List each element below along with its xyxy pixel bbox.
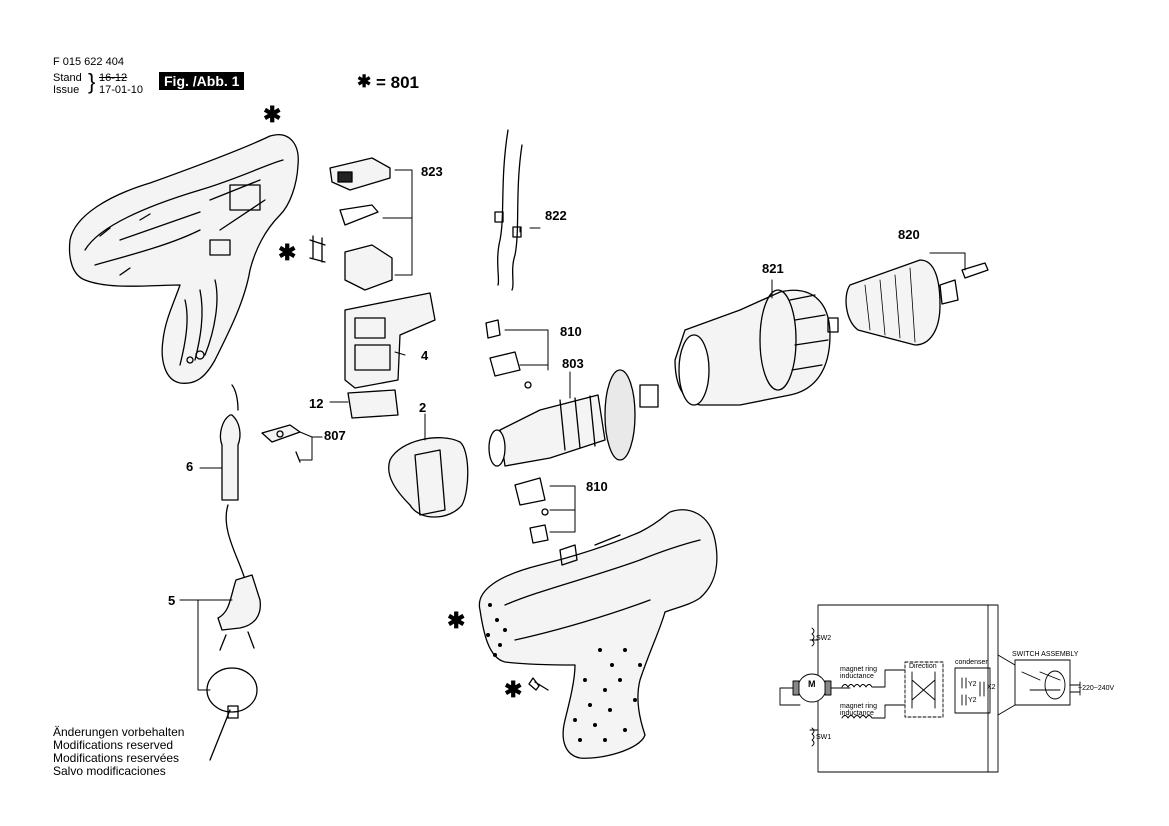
switch-4 [344, 292, 436, 389]
stand-date: 16-12 [99, 72, 128, 84]
label-821: 821 [762, 261, 784, 276]
modifications-notice: Änderungen vorbehalten Modifications res… [53, 726, 184, 778]
clamp-807 [261, 424, 301, 463]
wires-822 [494, 129, 523, 291]
plug-5 [217, 574, 261, 651]
voltage-label: ~220~240V [1078, 685, 1115, 692]
switch-assembly-label: SWITCH ASSEMBLY [1012, 651, 1079, 658]
modifications-de: Änderungen vorbehalten [53, 725, 185, 739]
issue-label: Issue [53, 84, 80, 96]
part-number: F 015 622 404 [53, 56, 124, 68]
cable-tie [206, 667, 258, 761]
brush-holder-810-bottom [514, 477, 549, 544]
label-4: 4 [421, 348, 429, 363]
star-marker-housing-right: ✱ [447, 608, 465, 633]
label-5: 5 [168, 593, 176, 608]
brush-holder-810-top [485, 319, 532, 389]
leader-lines [179, 169, 966, 691]
direction-label: Direction [909, 663, 937, 670]
modifications-es: Salvo modificaciones [53, 764, 166, 778]
star-marker-housing: ✱ [263, 102, 281, 127]
label-820: 820 [898, 227, 920, 242]
star-marker-screw: ✱ [278, 240, 296, 265]
label-822: 822 [545, 208, 567, 223]
legend-star: ✱ [357, 72, 372, 91]
motor-label: M [808, 679, 816, 689]
label-803: 803 [562, 356, 584, 371]
star-screw-bottom [528, 677, 549, 691]
sw2-label: SW2 [816, 635, 832, 642]
label-810-top: 810 [560, 324, 582, 339]
label-810-bottom: 810 [586, 479, 608, 494]
magnet-ring-bottom: magnet ring inductance [840, 703, 877, 717]
modifications-fr: Modifications reservées [53, 751, 180, 765]
x2-label: X2 [987, 684, 996, 691]
housing-half-left [68, 134, 299, 384]
housing-half-right [478, 509, 718, 759]
field-2 [388, 437, 469, 518]
y2-bottom-label: Y2 [968, 697, 977, 704]
stand-label: Stand [53, 72, 82, 84]
gearbox-821 [674, 289, 839, 406]
modifications-en: Modifications reserved [53, 738, 174, 752]
star-marker-screw-bottom: ✱ [504, 677, 522, 702]
capacitor-12 [347, 389, 399, 419]
label-2: 2 [419, 400, 427, 415]
circuit-schematic [779, 604, 1081, 773]
figure-label: Fig. /Abb. 1 [159, 72, 245, 90]
label-823: 823 [421, 164, 443, 179]
y2-top-label: Y2 [968, 681, 977, 688]
sw1-label: SW1 [816, 734, 832, 741]
magnet-ring-top: magnet ring inductance [840, 666, 877, 680]
label-807: 807 [324, 428, 346, 443]
legend-value: = 801 [376, 73, 420, 92]
armature-803 [488, 369, 659, 467]
condenser-label: condenser [955, 659, 988, 666]
label-12: 12 [309, 396, 324, 411]
cord-guard-6 [219, 384, 246, 581]
label-6: 6 [186, 459, 194, 474]
chuck-820 [845, 259, 989, 346]
star-screw-top [309, 235, 326, 263]
brace: } [88, 69, 96, 94]
switch-cover-823 [329, 157, 393, 291]
issue-date: 17-01-10 [99, 84, 144, 96]
